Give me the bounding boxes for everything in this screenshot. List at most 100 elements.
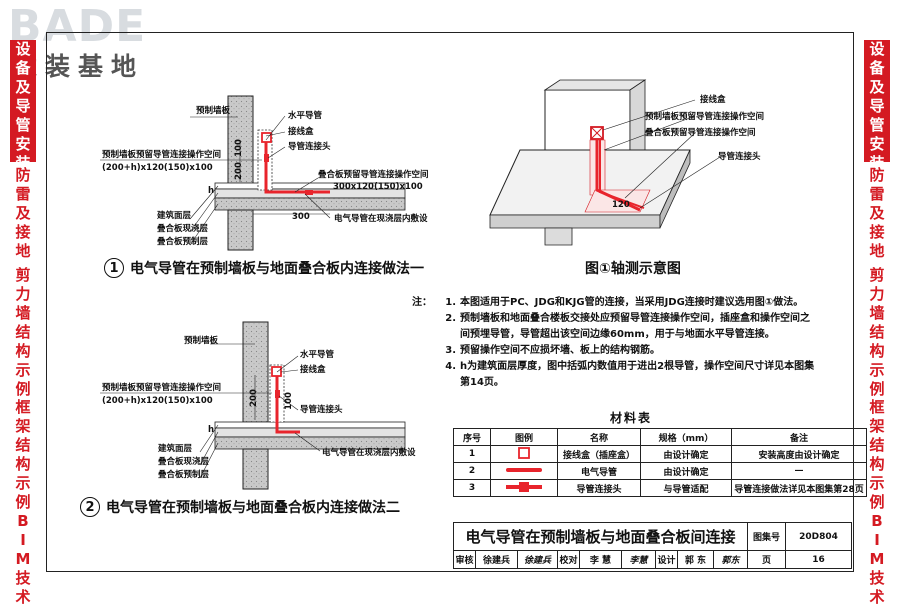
label-conduit-connector: 导管连接头 (288, 142, 331, 152)
note-number: 2. (445, 313, 456, 324)
fig2-label-wall-space-dim: (200+h)x120(150)x100 (102, 396, 213, 406)
sidebar-char: 导 (15, 97, 31, 115)
axo-dim-120: 120 (612, 200, 630, 210)
table-cell-spec: 由设计确定 (640, 462, 732, 480)
fig2-label-conduit-connector: 导管连接头 (300, 405, 343, 415)
sidebar-char: 力 (15, 285, 31, 303)
check-label: 校对 (558, 551, 580, 568)
sidebar-char: 及 (15, 204, 31, 222)
figure-2-number: 2 (80, 497, 100, 517)
dim-200: 200 (233, 162, 244, 180)
axo-label-conduit-connector: 导管连接头 (718, 152, 761, 162)
table-cell-remark: — (731, 462, 867, 480)
note-row: 2. 预制墙板和地面叠合楼板交接处应预留导管连接操作空间，插座盒和操作空间之 (430, 311, 850, 327)
sidebar-char: 防 (15, 166, 31, 184)
sidebar-char: B (871, 512, 883, 530)
sidebar-char: 例 (869, 380, 885, 398)
label-wall-space: 预制墙板预留导管连接操作空间 (102, 150, 222, 160)
atlas-label: 图集号 (748, 523, 786, 551)
sidebar-char: 安 (15, 135, 31, 153)
figure-1-caption: 1 电气导管在预制墙板与地面叠合板内连接做法一 (104, 258, 424, 278)
sidebar-char: 构 (869, 455, 885, 473)
sidebar-right-item-lightning[interactable]: 防雷及接地 (864, 166, 890, 262)
drawing-title: 电气导管在预制墙板与地面叠合板间连接 (454, 523, 748, 551)
label-precast-layer: 叠合板预制层 (157, 237, 209, 247)
note-text: 第14页。 (460, 377, 504, 388)
sidebar-left-item-shearwall[interactable]: 剪力墙结构示例 (10, 266, 36, 398)
axonometric-caption: 图①轴测示意图 (585, 258, 681, 278)
sidebar-char: 术 (15, 588, 31, 606)
sidebar-char: 及 (15, 78, 31, 96)
sidebar-char: 及 (869, 78, 885, 96)
table-cell-remark: 安装高度由设计确定 (731, 445, 867, 463)
note-number: 4. (445, 361, 456, 372)
notes-prefix: 注： (412, 297, 432, 308)
label-prefab-wall: 预制墙板 (196, 106, 231, 116)
atlas-number: 20D804 (786, 523, 851, 551)
dim-100: 100 (233, 139, 244, 157)
sidebar-char: 墙 (869, 304, 885, 322)
sidebar-char: 备 (15, 59, 31, 77)
sidebar-char: 示 (15, 361, 31, 379)
sidebar-right-item-shearwall[interactable]: 剪力墙结构示例 (864, 266, 890, 398)
sidebar-char: 框 (869, 398, 885, 416)
note-number: 1. (445, 297, 456, 308)
sidebar-left-item-lightning[interactable]: 防雷及接地 (10, 166, 36, 262)
note-row: 第14页。 (430, 375, 850, 391)
sidebar-char: 墙 (15, 304, 31, 322)
label-slab-space: 叠合板预留导管连接操作空间 (318, 170, 429, 180)
sidebar-char: 构 (15, 455, 31, 473)
table-cell-no: 1 (453, 445, 491, 463)
connector-icon (506, 481, 542, 492)
sidebar-right-item-equipment[interactable]: 设备及导管安装 (864, 40, 890, 172)
note-text: 预制墙板和地面叠合楼板交接处应预留导管连接操作空间，插座盒和操作空间之 (460, 313, 810, 324)
conduit-icon (506, 467, 542, 472)
table-cell-remark: 导管连接做法详见本图集第28页 (731, 479, 867, 497)
sidebar-char: 力 (869, 285, 885, 303)
sidebar-char: 构 (869, 342, 885, 360)
page-number: 16 (812, 554, 825, 565)
fig2-label-cast-layer: 叠合板现浇层 (158, 457, 210, 467)
figure-1-number: 1 (104, 258, 124, 278)
label-surface: 建筑面层 (157, 211, 192, 221)
sidebar-char: 设 (869, 40, 885, 58)
sidebar-char: 地 (869, 242, 885, 260)
table-cell-name: 电气导管 (557, 462, 641, 480)
sidebar-char: 结 (869, 436, 885, 454)
notes-list: 1.本图适用于PC、JDG和KJG管的连接，当采用JDG连接时建议选用图①做法。… (430, 295, 850, 391)
title-block-signatures: 审核 徐建兵 徐建兵 校对 李 慧 李慧 设计 郭 东 郭东 页 16 (454, 551, 851, 568)
sidebar-char: 架 (15, 417, 31, 435)
title-block: 电气导管在预制墙板与地面叠合板间连接 图集号 20D804 审核 徐建兵 徐建兵… (453, 522, 852, 569)
sidebar-char: 例 (15, 380, 31, 398)
materials-header: 序号 (453, 428, 491, 446)
figure-2-caption-text: 电气导管在预制墙板与地面叠合板内连接做法二 (106, 500, 400, 516)
label-slab-space-dim: 300x120(150)x100 (333, 182, 423, 192)
materials-title: 材料表 (610, 411, 653, 425)
table-cell-name: 接线盒（插座盒） (557, 445, 641, 463)
sidebar-char: 雷 (869, 185, 885, 203)
materials-header: 规格（mm） (640, 428, 732, 446)
axo-label-junction-box: 接线盒 (700, 95, 726, 105)
sidebar-right-item-frame[interactable]: 框架结构示例 (864, 398, 890, 511)
fig2-dim-100: 100 (283, 392, 294, 410)
note-text: h为建筑面层厚度，图中括弧内数值用于进出2根导管，操作空间尺寸详见本图集 (460, 361, 815, 372)
sidebar-left-item-equipment[interactable]: 设备及导管安装 (10, 40, 36, 172)
sidebar-char: 构 (15, 342, 31, 360)
sidebar-char: 设 (15, 40, 31, 58)
sidebar-char: 框 (15, 398, 31, 416)
sidebar-left-item-frame[interactable]: 框架结构示例 (10, 398, 36, 511)
table-cell-spec: 与导管适配 (640, 479, 732, 497)
fig2-label-horizontal-conduit: 水平导管 (300, 350, 335, 360)
sidebar-char: 术 (869, 588, 885, 606)
fig2-label-prefab-wall: 预制墙板 (184, 336, 219, 346)
note-number (430, 375, 460, 391)
table-cell-icon (490, 479, 558, 497)
junction-box-icon (518, 446, 530, 459)
note-text: 间预埋导管，导管超出该空间边缘60mm，用于与地面水平导管连接。 (460, 329, 775, 340)
designer-signature: 郭东 (714, 551, 748, 568)
